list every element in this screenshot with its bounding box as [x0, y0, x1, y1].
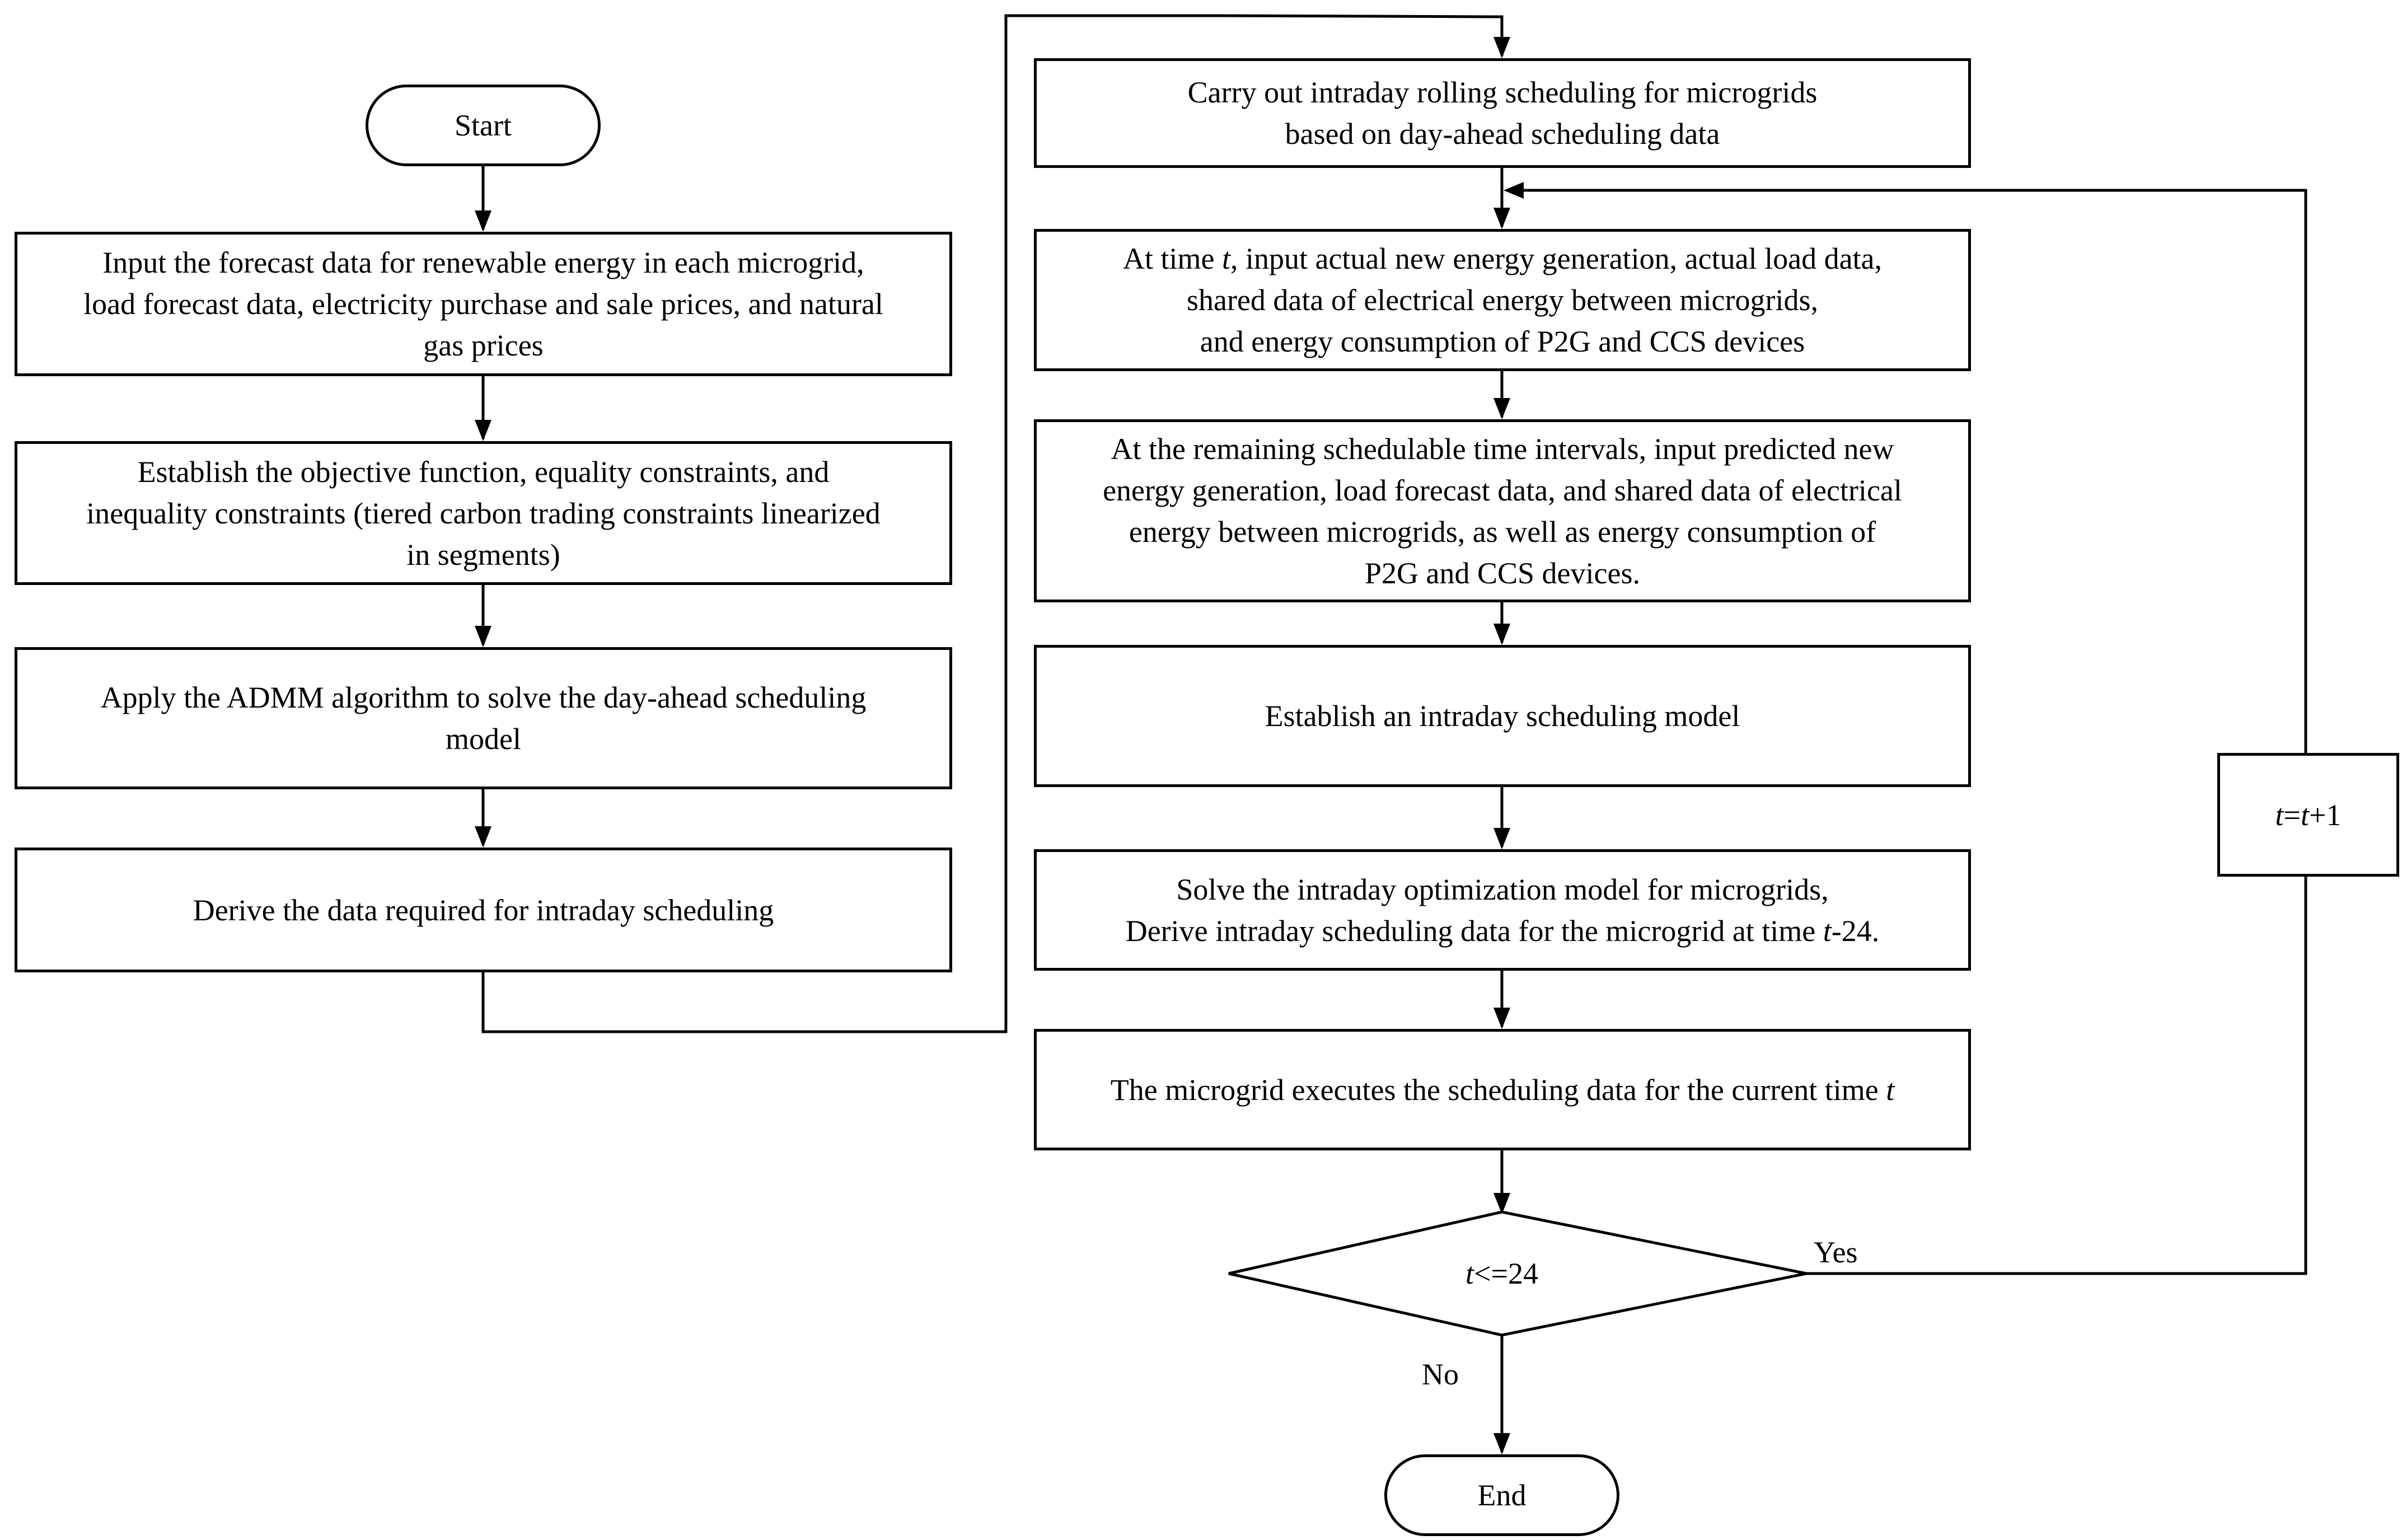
execute-pre: The microgrid executes the scheduling da…	[1110, 1073, 1886, 1107]
solve-intraday-post: -24.	[1831, 914, 1880, 948]
arrowhead-3	[475, 626, 491, 647]
time-variable-t: t	[2275, 798, 2284, 832]
input-actual-text: At time t, input actual new energy gener…	[1123, 238, 1882, 362]
start-label: Start	[455, 109, 512, 142]
solve-intraday-pre: Solve the intraday optimization model fo…	[1125, 872, 1829, 948]
time-variable-t: t	[2301, 798, 2310, 832]
input-actual-pre: At time	[1122, 242, 1222, 275]
arrowhead-5	[1493, 37, 1510, 58]
remaining-intervals-text: At the remaining schedulable time interv…	[1103, 432, 1902, 590]
loop-yes-connector	[1511, 189, 2307, 1275]
execute-box: The microgrid executes the scheduling da…	[1034, 1029, 1971, 1150]
time-variable-t: t	[1886, 1073, 1895, 1107]
input-actual-box: At time t, input actual new energy gener…	[1034, 229, 1971, 371]
arrowhead-12	[1493, 1433, 1510, 1454]
connector-derive-to-rolling	[481, 14, 1504, 1033]
arrowhead-11	[1493, 1193, 1510, 1214]
decision-diamond	[1228, 1210, 1807, 1337]
input-forecast-text: Input the forecast data for renewable en…	[83, 246, 883, 362]
end-label: End	[1477, 1478, 1527, 1512]
decision-condition: <=24	[1474, 1257, 1538, 1290]
time-variable-t: t	[1465, 1257, 1474, 1290]
input-actual-post: , input actual new energy generation, ac…	[1186, 242, 1883, 358]
apply-admm-text: Apply the ADMM algorithm to solve the da…	[100, 681, 867, 756]
rolling-scheduling-box: Carry out intraday rolling scheduling fo…	[1034, 58, 1971, 168]
arrowhead-1	[475, 210, 491, 232]
arrowhead-7	[1493, 398, 1510, 419]
solve-intraday-text: Solve the intraday optimization model fo…	[1126, 869, 1880, 952]
solve-intraday-box: Solve the intraday optimization model fo…	[1034, 849, 1971, 971]
arrowhead-13	[1504, 182, 1524, 199]
arrowhead-10	[1493, 1008, 1510, 1029]
arrowhead-4	[475, 826, 491, 848]
remaining-intervals-box: At the remaining schedulable time interv…	[1034, 419, 1971, 602]
execute-text: The microgrid executes the scheduling da…	[1111, 1069, 1894, 1111]
arrowhead-9	[1493, 828, 1510, 849]
establish-intraday-text: Establish an intraday scheduling model	[1265, 699, 1740, 733]
establish-objective-text: Establish the objective function, equali…	[86, 455, 881, 572]
decision-label: t<=24	[1390, 1253, 1614, 1294]
establish-intraday-box: Establish an intraday scheduling model	[1034, 645, 1971, 787]
arrowhead-6	[1493, 208, 1510, 229]
derive-data-text: Derive the data required for intraday sc…	[193, 893, 774, 927]
time-variable-t: t	[1823, 914, 1832, 948]
end-terminal: End	[1384, 1454, 1619, 1536]
establish-objective-box: Establish the objective function, equali…	[15, 441, 952, 585]
arrowhead-2	[475, 420, 491, 441]
arrowhead-8	[1493, 624, 1510, 645]
start-terminal: Start	[366, 85, 601, 166]
increment-text: t=t+1	[2275, 798, 2342, 832]
rolling-scheduling-text: Carry out intraday rolling scheduling fo…	[1187, 76, 1818, 151]
increment-box: t=t+1	[2217, 753, 2399, 877]
no-label: No	[1422, 1358, 1459, 1391]
input-forecast-box: Input the forecast data for renewable en…	[15, 232, 952, 376]
apply-admm-box: Apply the ADMM algorithm to solve the da…	[15, 647, 952, 789]
yes-label: Yes	[1814, 1235, 1858, 1269]
derive-data-box: Derive the data required for intraday sc…	[15, 848, 952, 972]
time-variable-t: t	[1221, 242, 1230, 275]
